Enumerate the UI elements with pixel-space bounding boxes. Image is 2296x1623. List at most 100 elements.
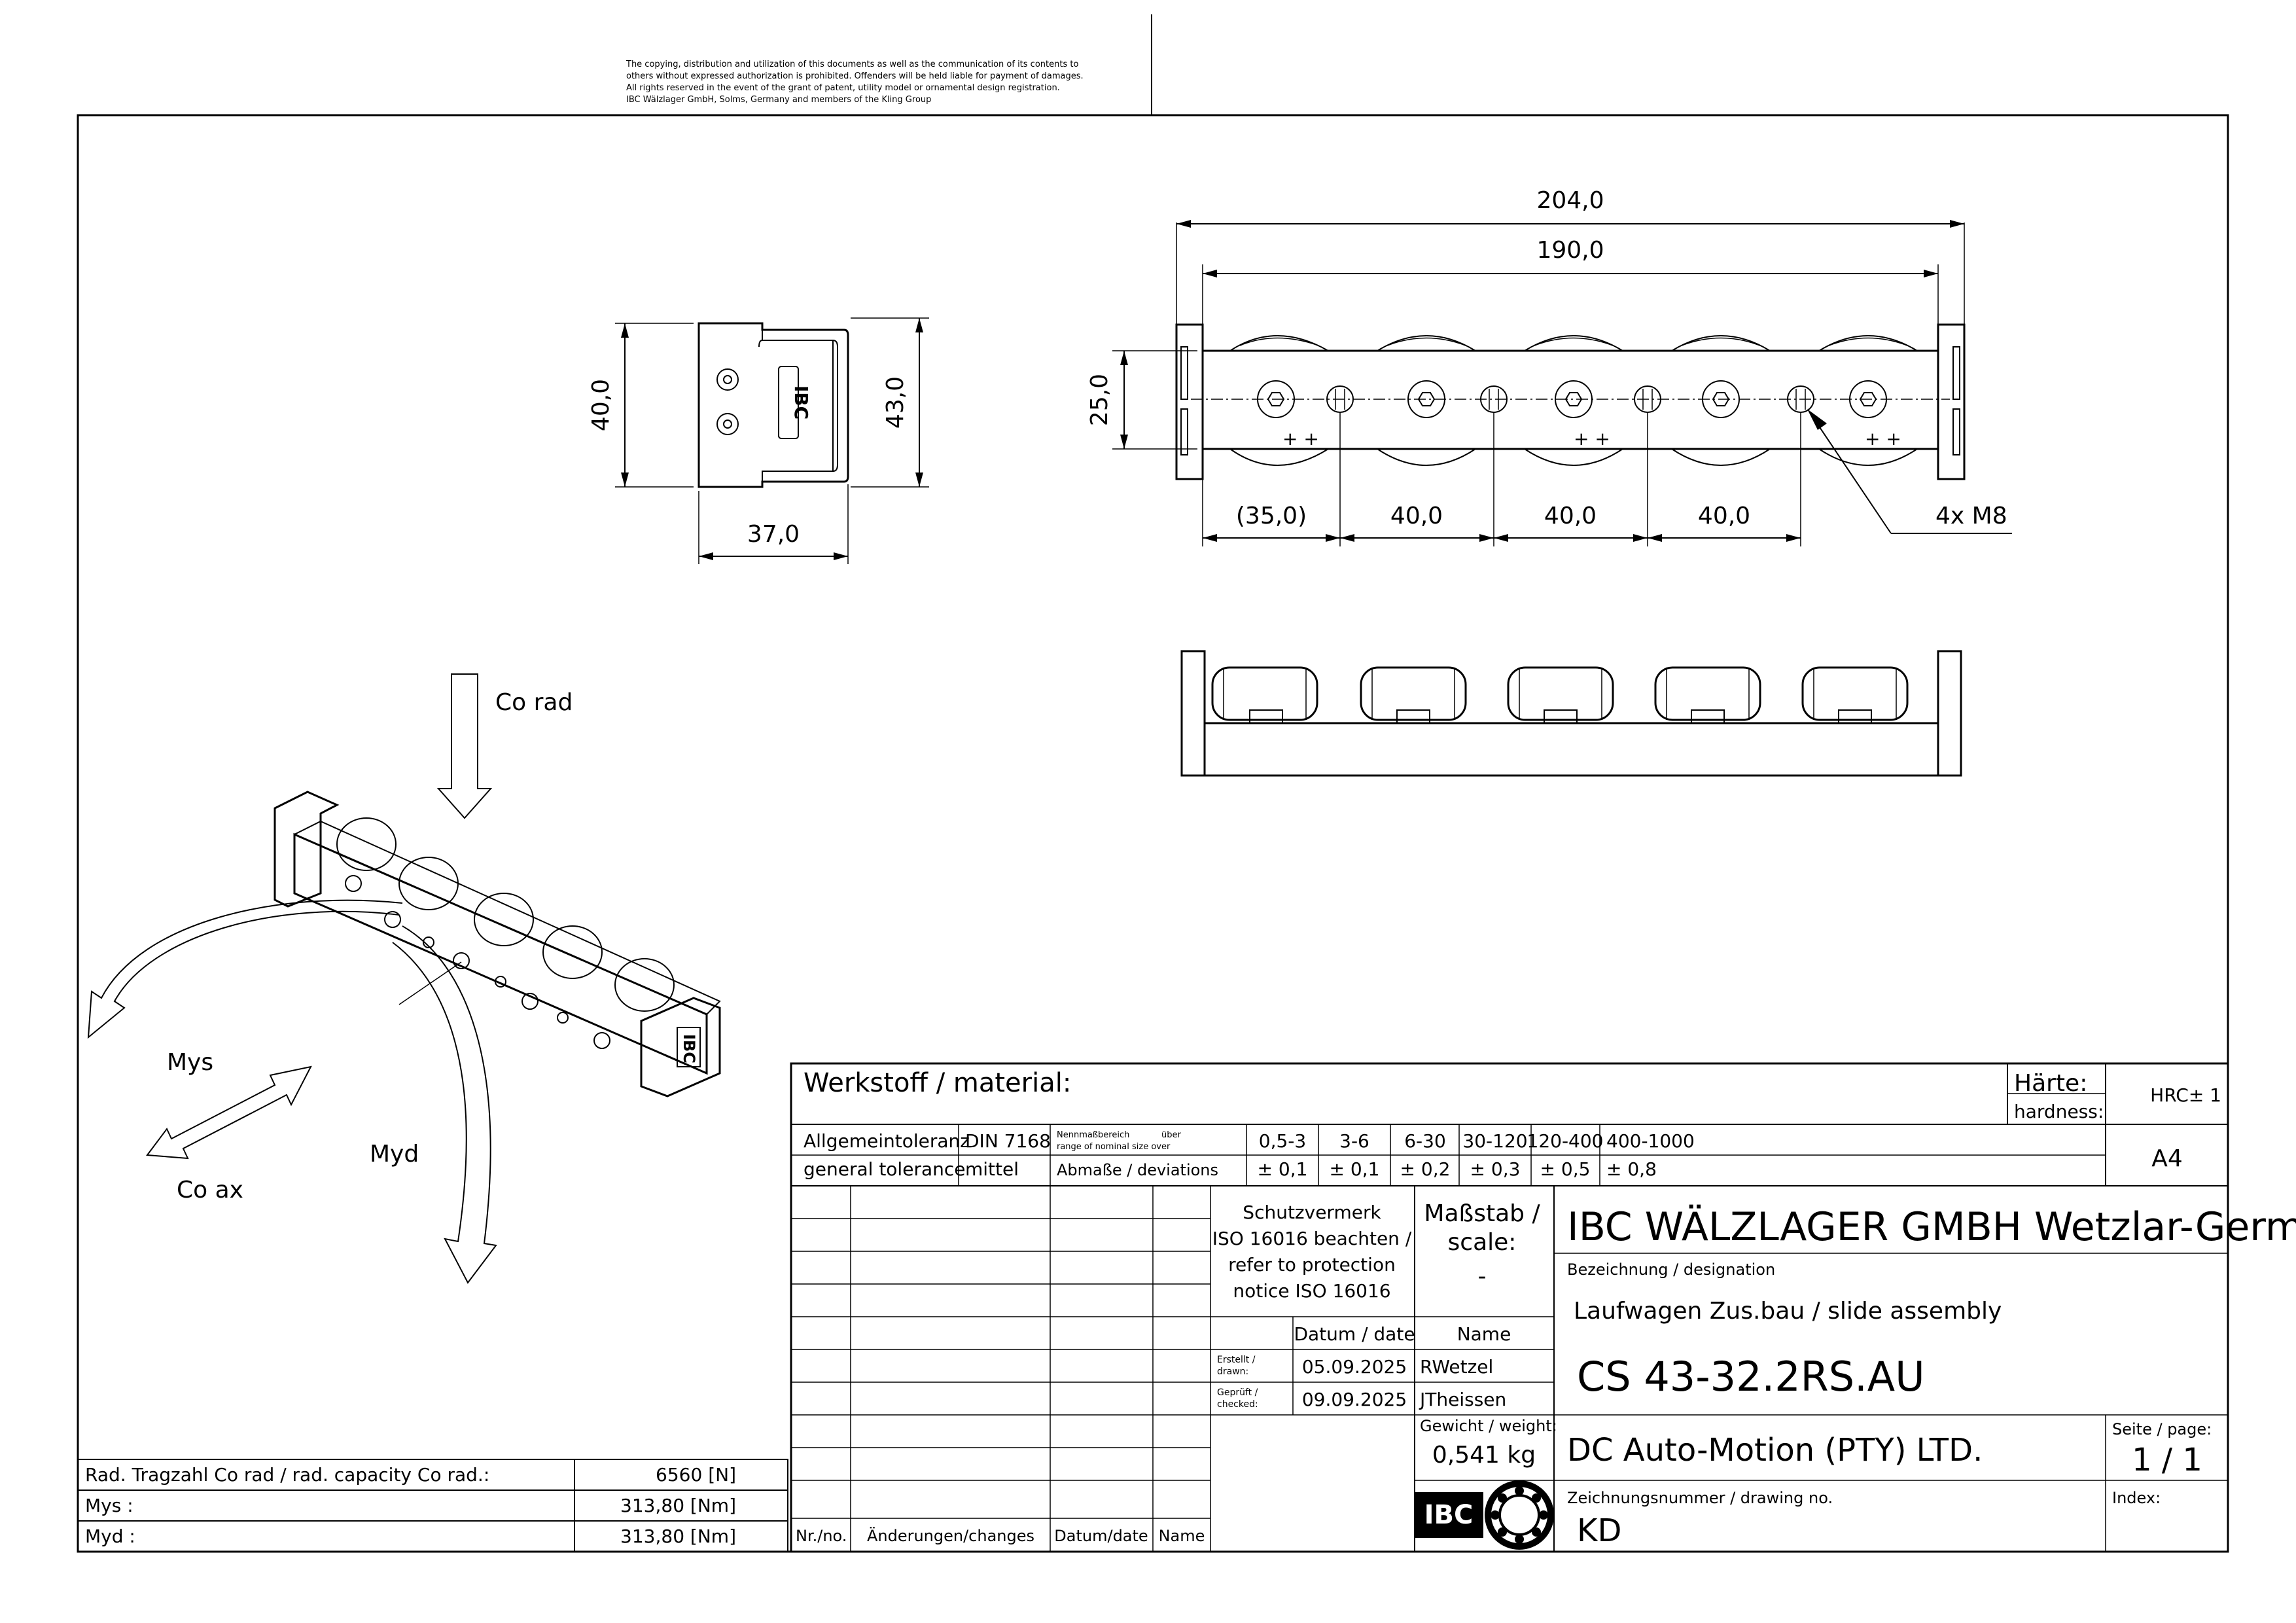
side-dim-43: 43,0: [882, 376, 909, 429]
top-view: 204,0 190,0: [1086, 187, 2012, 546]
logo-text: IBC: [1424, 1500, 1474, 1530]
tolerance-standard: DIN 7168: [965, 1130, 1051, 1152]
front-view: [1180, 650, 1962, 777]
revision-table: Nr./no. Änderungen/changes Datum/date Na…: [791, 1186, 1211, 1552]
top-view-wheels: [1229, 335, 1918, 466]
nominal-range-label-ueber: über: [1161, 1130, 1181, 1140]
copyright-line-3: All rights reserved in the event of the …: [626, 83, 1060, 93]
dim-204: 204,0: [1536, 187, 1604, 214]
paper-size: A4: [2151, 1145, 2183, 1172]
weight-label: Gewicht / weight:: [1420, 1417, 1557, 1435]
designation-label: Bezeichnung / designation: [1567, 1260, 1775, 1279]
copyright-line-1: The copying, distribution and utilizatio…: [626, 60, 1078, 69]
range-5: 120-400: [1527, 1130, 1604, 1152]
page-label: Seite / page:: [2112, 1420, 2212, 1438]
label-co-rad: Co rad: [495, 689, 573, 716]
tolerance-label-en: general tolerance: [804, 1158, 965, 1180]
top-view-m8-holes: [1326, 385, 1814, 413]
protection-line-2: ISO 16016 beachten /: [1212, 1228, 1412, 1249]
callout-4x-m8: 4x M8: [1935, 503, 2007, 529]
revision-header-name: Name: [1159, 1527, 1205, 1545]
side-dim-40: 40,0: [588, 379, 614, 431]
top-view-bolts: [1257, 380, 1887, 418]
drawn-name: RWetzel: [1420, 1356, 1493, 1378]
index-label: Index:: [2112, 1489, 2161, 1507]
capacity-label-co-rad: Rad. Tragzahl Co rad / rad. capacity Co …: [85, 1464, 489, 1486]
dim-pitch-2: 40,0: [1544, 503, 1597, 529]
iso-logo: IBC: [680, 1034, 698, 1063]
capacity-value-mys: 313,80 [Nm]: [620, 1495, 736, 1516]
dim-pitch-1: 40,0: [1390, 503, 1443, 529]
material-label: Werkstoff / material:: [804, 1068, 1071, 1098]
deviation-4: ± 0,3: [1470, 1158, 1521, 1180]
checked-name: JTheissen: [1419, 1389, 1506, 1410]
checked-label-1: Geprüft /: [1217, 1387, 1258, 1398]
copyright-line-4: IBC Wälzlager GmbH, Solms, Germany and m…: [626, 95, 931, 105]
capacity-value-myd: 313,80 [Nm]: [620, 1525, 736, 1547]
page-value: 1 / 1: [2132, 1442, 2202, 1478]
company-name: IBC WÄLZLAGER GMBH Wetzlar-Germany: [1567, 1204, 2296, 1250]
revision-header-date: Datum/date: [1054, 1527, 1148, 1545]
range-4: 30-120: [1462, 1130, 1527, 1152]
drawn-date: 05.09.2025: [1302, 1356, 1407, 1378]
iso-view: IBC Co rad Mys Co ax Myd: [87, 673, 721, 1284]
dim-190: 190,0: [1536, 237, 1604, 264]
svg-text:+ +: + +: [1865, 428, 1901, 450]
deviation-5: ± 0,5: [1540, 1158, 1591, 1180]
revision-header-no: Nr./no.: [796, 1527, 847, 1545]
svg-text:+ +: + +: [1282, 428, 1319, 450]
label-mys: Mys: [167, 1049, 213, 1076]
drawn-label-2: drawn:: [1217, 1366, 1248, 1377]
front-view-wheels: [1211, 666, 1909, 721]
hardness-label-de: Härte:: [2014, 1070, 2087, 1097]
ibc-logo: IBC: [1415, 1480, 1554, 1550]
label-co-ax: Co ax: [177, 1177, 243, 1204]
designation-value: Laufwagen Zus.bau / slide assembly: [1574, 1298, 2002, 1325]
weight-value: 0,541 kg: [1432, 1442, 1536, 1469]
dim-pitch-3: 40,0: [1698, 503, 1750, 529]
capacity-value-co-rad: 6560 [N]: [656, 1464, 736, 1486]
checked-date: 09.09.2025: [1302, 1389, 1407, 1410]
deviation-2: ± 0,1: [1330, 1158, 1380, 1180]
protection-line-4: notice ISO 16016: [1233, 1280, 1390, 1302]
scale-label-2: scale:: [1448, 1229, 1517, 1256]
title-block: Werkstoff / material: Härte: hardness: H…: [790, 1062, 2296, 1553]
range-3: 6-30: [1404, 1130, 1446, 1152]
drawn-label-1: Erstellt /: [1217, 1355, 1256, 1365]
deviations-label: Abmaße / deviations: [1057, 1161, 1218, 1179]
side-dim-37: 37,0: [747, 521, 800, 548]
range-1: 0,5-3: [1259, 1130, 1306, 1152]
tolerance-class: mittel: [965, 1158, 1019, 1180]
part-number: CS 43-32.2RS.AU: [1577, 1353, 1925, 1400]
svg-text:+ +: + +: [1574, 428, 1610, 450]
drawing-no-label: Zeichnungsnummer / drawing no.: [1567, 1489, 1833, 1507]
label-myd: Myd: [370, 1141, 419, 1168]
name-header: Name: [1457, 1323, 1511, 1345]
date-header: Datum / date: [1294, 1323, 1415, 1345]
hardness-value: HRC± 1: [2150, 1084, 2221, 1106]
hardness-label-en: hardness:: [2014, 1101, 2104, 1122]
nominal-range-label-de: Nennmaßbereich: [1057, 1130, 1129, 1140]
capacity-label-myd: Myd :: [85, 1525, 135, 1547]
protection-line-3: refer to protection: [1228, 1254, 1396, 1275]
deviation-1: ± 0,1: [1258, 1158, 1308, 1180]
scale-value: -: [1478, 1263, 1487, 1290]
capacity-table: Rad. Tragzahl Co rad / rad. capacity Co …: [77, 1459, 788, 1552]
protection-line-1: Schutzvermerk: [1243, 1202, 1381, 1223]
deviation-3: ± 0,2: [1400, 1158, 1451, 1180]
checked-label-2: checked:: [1217, 1399, 1258, 1410]
dim-35: (35,0): [1236, 503, 1307, 529]
dim-25: 25,0: [1086, 374, 1113, 426]
copyright-line-2: others without expressed authorization i…: [626, 71, 1084, 81]
nominal-range-label-en: range of nominal size over: [1057, 1142, 1171, 1152]
copyright-notice: The copying, distribution and utilizatio…: [626, 14, 1152, 115]
range-2: 3-6: [1339, 1130, 1369, 1152]
customer-name: DC Auto-Motion (PTY) LTD.: [1567, 1432, 1983, 1469]
side-view: IBC 40,0 43,0 37,0: [588, 317, 929, 564]
tolerance-label-de: Allgemeintoleranz: [804, 1130, 970, 1152]
revision-header-changes: Änderungen/changes: [867, 1526, 1034, 1545]
side-view-logo: IBC: [790, 385, 812, 419]
capacity-label-mys: Mys :: [85, 1495, 133, 1516]
drawing-no: KD: [1577, 1512, 1621, 1549]
